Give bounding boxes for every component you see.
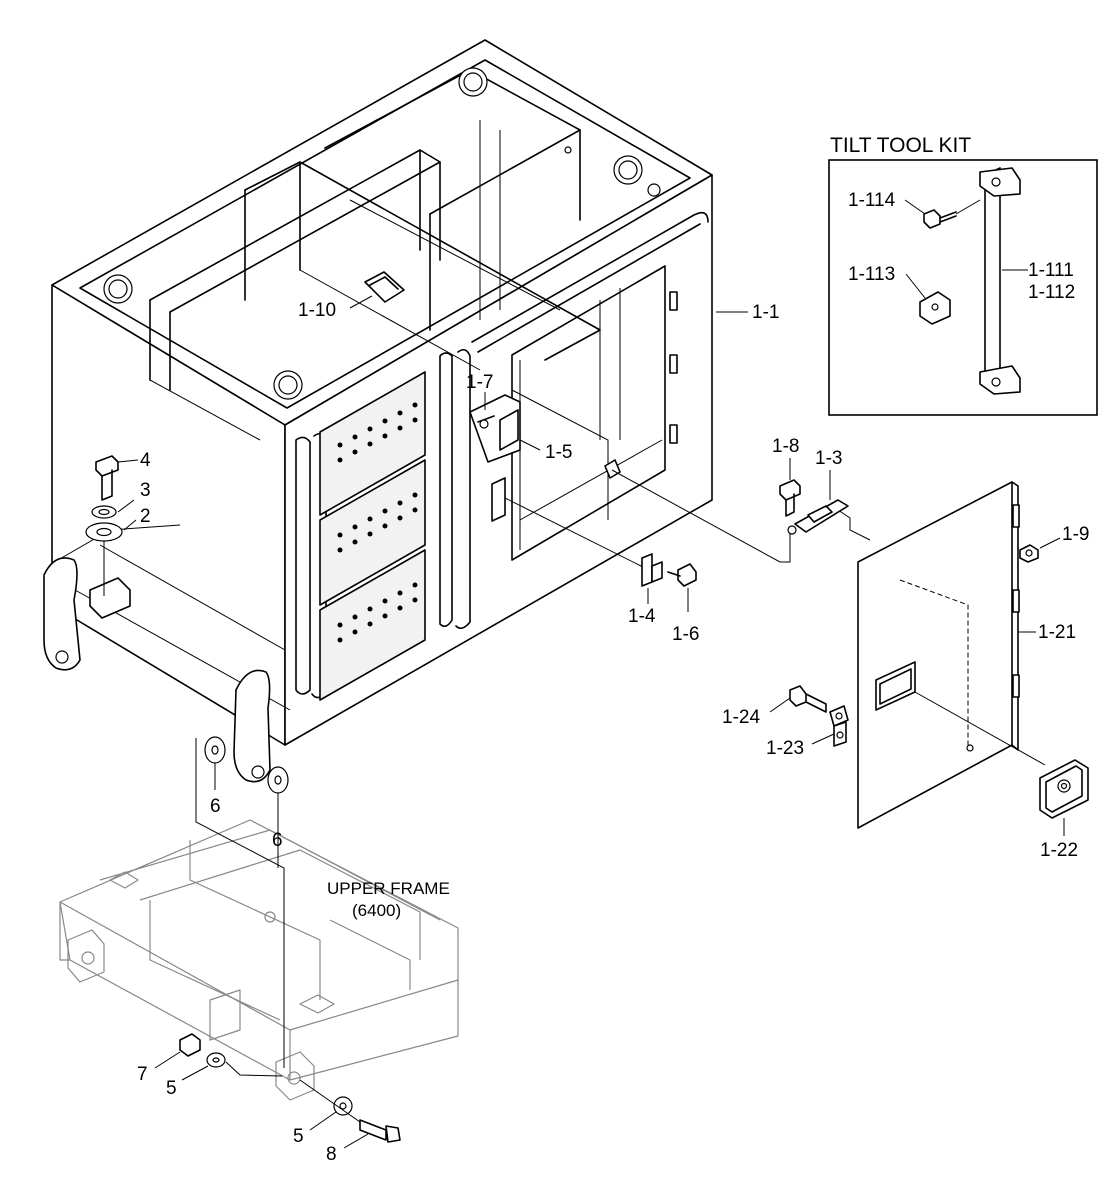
tilt-tool-kit-title: TILT TOOL KIT xyxy=(830,134,971,157)
label-7: 7 xyxy=(137,1064,148,1085)
label-1-4: 1-4 xyxy=(628,606,656,627)
label-1-114: 1-114 xyxy=(848,190,896,211)
upper-frame-label: UPPER FRAME xyxy=(327,879,450,898)
label-8: 8 xyxy=(326,1144,337,1165)
main-frame-1-1 xyxy=(51,39,713,746)
label-2: 2 xyxy=(140,506,151,527)
latch-1-3 xyxy=(779,479,849,535)
label-1-22: 1-22 xyxy=(1040,840,1078,861)
label-1-7: 1-7 xyxy=(466,372,493,393)
label-1-6: 1-6 xyxy=(672,624,699,645)
door-1-21 xyxy=(611,469,1046,829)
label-1-5: 1-5 xyxy=(545,442,572,463)
step-perforations xyxy=(337,402,418,643)
pivot-arms xyxy=(43,524,291,783)
hardware-left xyxy=(85,455,401,1143)
label-1-21: 1-21 xyxy=(1038,622,1076,643)
label-3: 3 xyxy=(140,480,151,501)
bracket-1-4-bolt-1-6 xyxy=(504,497,697,587)
label-1-9: 1-9 xyxy=(1062,524,1089,545)
label-1-3: 1-3 xyxy=(815,448,842,469)
bolt-1-24-plate-1-23 xyxy=(789,685,849,747)
label-6-left: 6 xyxy=(210,796,221,817)
label-1-113: 1-113 xyxy=(848,264,895,285)
label-1-112: 1-112 xyxy=(1028,282,1075,303)
label-5-bottom: 5 xyxy=(293,1126,304,1147)
tilt-tool-kit-box xyxy=(828,159,1098,416)
label-1-1: 1-1 xyxy=(752,302,779,323)
lock-1-22 xyxy=(1039,759,1089,819)
label-4: 4 xyxy=(140,450,151,471)
label-1-24: 1-24 xyxy=(722,707,760,728)
label-1-23: 1-23 xyxy=(766,738,804,759)
nut-1-9 xyxy=(1019,544,1039,563)
label-5-left: 5 xyxy=(166,1078,177,1099)
label-leaders xyxy=(117,199,1065,1149)
label-1-10: 1-10 xyxy=(298,300,336,321)
upper-frame-drawing xyxy=(59,819,459,1101)
label-1-111: 1-111 xyxy=(1028,260,1074,281)
upper-frame-code: (6400) xyxy=(352,901,401,920)
label-6-right: 6 xyxy=(272,830,283,851)
label-1-8: 1-8 xyxy=(772,436,799,457)
